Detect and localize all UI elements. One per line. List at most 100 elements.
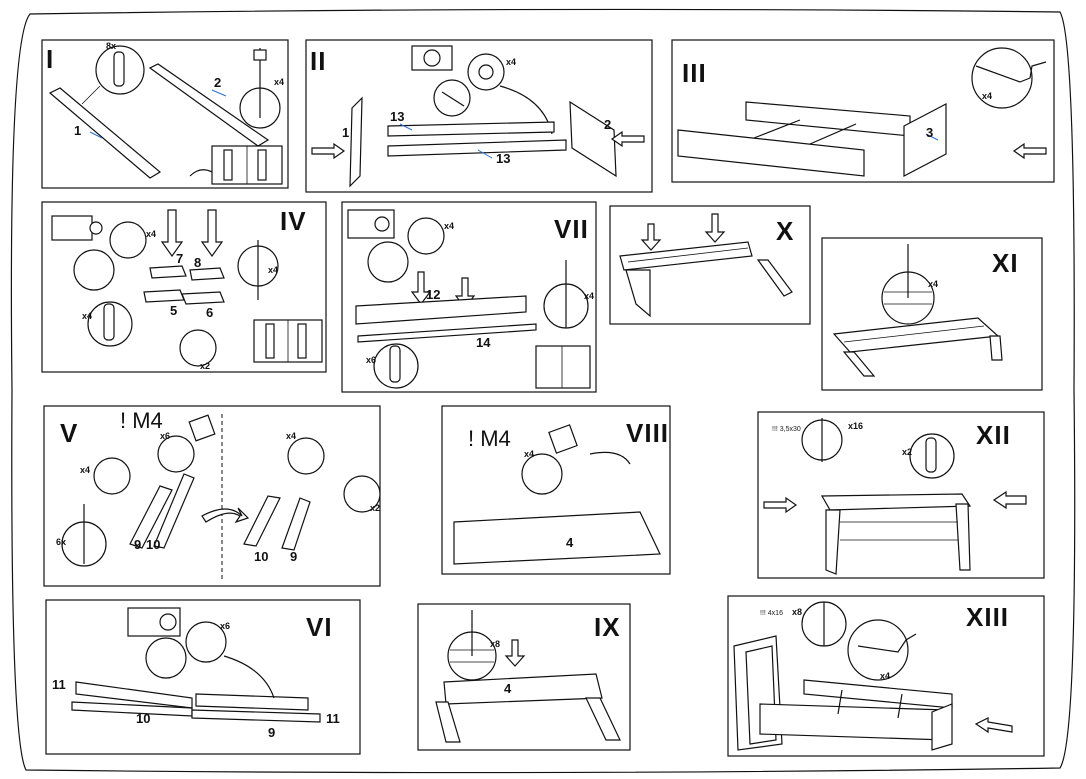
step-6-illustration <box>45 599 361 755</box>
step-5-illustration <box>43 405 381 587</box>
part-label: 6 <box>206 305 214 320</box>
quantity-label: x4 <box>80 465 91 475</box>
quantity-label: 8x <box>106 41 117 51</box>
quantity-label: x4 <box>268 265 279 275</box>
quantity-label: x4 <box>506 57 517 67</box>
step-13-illustration <box>727 595 1045 757</box>
detail-circle <box>847 619 909 681</box>
quantity-label: x4 <box>584 291 595 301</box>
step-12-illustration <box>757 411 1045 579</box>
detail-circle <box>109 221 147 259</box>
step-number: III <box>682 58 707 88</box>
quantity-label: x8 <box>490 639 501 649</box>
step-panel-3: III 3 x4 <box>670 38 1056 184</box>
step-number: V <box>60 418 79 448</box>
step-panel-7: VII 12 14 x4 x4 x6 <box>340 200 598 394</box>
part-label: 11 <box>326 711 340 726</box>
detail-circle <box>367 241 409 283</box>
quantity-label: x6 <box>160 431 171 441</box>
part-label: 9 <box>268 725 276 740</box>
quantity-label: x4 <box>82 311 93 321</box>
part-label: 9 <box>290 549 298 564</box>
part-label: 5 <box>170 303 178 318</box>
step-4-illustration <box>41 201 327 373</box>
detail-circle <box>93 457 131 495</box>
step-number: X <box>776 216 795 246</box>
quantity-label: x2 <box>370 503 381 513</box>
detail-circle <box>407 217 445 255</box>
step-panel-5: V ! M4 9 10 10 9 x6 x4 6x x4 x2 <box>42 404 382 588</box>
quantity-label: x4 <box>274 77 285 87</box>
quantity-label: x2 <box>200 361 211 371</box>
part-label: 14 <box>476 335 491 350</box>
part-label: 4 <box>504 681 512 696</box>
screw-spec: !!! 3,5x30 <box>772 426 801 433</box>
step-number: IV <box>280 206 307 236</box>
part-label: 9 <box>134 537 142 552</box>
step-9-illustration <box>417 603 631 751</box>
step-3-illustration <box>671 39 1055 183</box>
detail-circle <box>95 45 145 95</box>
screw-spec: !!! 4x16 <box>760 610 783 617</box>
quantity-label: x4 <box>928 279 939 289</box>
warning-note: ! M4 <box>468 426 511 451</box>
detail-circle <box>87 301 133 347</box>
detail-circle <box>521 453 563 495</box>
step-number: XIII <box>966 602 1010 632</box>
quantity-label: x4 <box>880 671 891 681</box>
step-panel-9: IX 4 x8 <box>416 602 632 752</box>
step-number: VIII <box>626 418 670 448</box>
detail-circle <box>185 621 227 663</box>
part-label: 13 <box>390 109 405 124</box>
part-label: 12 <box>426 287 441 302</box>
detail-circle <box>73 249 115 291</box>
detail-circle <box>287 437 325 475</box>
step-panel-8: VIII ! M4 4 x4 <box>440 404 672 576</box>
step-number: XI <box>992 248 1019 278</box>
step-panel-6: VI 11 10 9 11 x6 <box>44 598 362 756</box>
detail-circle <box>343 475 381 513</box>
detail-circle <box>179 329 217 367</box>
part-label: 13 <box>496 151 511 166</box>
step-number: II <box>310 46 327 76</box>
step-panel-1: I 1 2 8x x4 <box>40 38 290 190</box>
step-number: IX <box>594 612 621 642</box>
step-panel-13: XIII !!! 4x16 x8 x4 <box>726 594 1046 758</box>
quantity-label: x6 <box>366 355 377 365</box>
detail-circle <box>467 53 505 91</box>
step-1-illustration <box>41 39 289 189</box>
quantity-label: x4 <box>286 431 297 441</box>
step-number: XII <box>976 420 1011 450</box>
step-panel-4: IV 7 8 5 6 x4 x4 x4 x2 <box>40 200 328 374</box>
quantity-label: x4 <box>524 449 535 459</box>
part-label: 7 <box>176 251 184 266</box>
step-panel-11: XI x4 <box>820 236 1044 392</box>
step-10-illustration <box>609 205 811 325</box>
quantity-label: x2 <box>902 447 913 457</box>
part-label: 2 <box>604 117 612 132</box>
part-label: 1 <box>342 125 350 140</box>
quantity-label: x4 <box>982 91 993 101</box>
step-8-illustration <box>441 405 671 575</box>
part-label: 3 <box>926 125 934 140</box>
detail-circle <box>157 435 195 473</box>
step-panel-10: X <box>608 204 812 326</box>
step-2-illustration <box>305 39 653 193</box>
part-label: 1 <box>74 123 82 138</box>
detail-circle <box>971 47 1033 109</box>
part-label: 10 <box>254 549 269 564</box>
warning-note: ! M4 <box>120 408 163 433</box>
part-label: 4 <box>566 535 574 550</box>
part-label: 11 <box>52 677 66 692</box>
step-panel-12: XII !!! 3,5x30 x16 x2 <box>756 410 1046 580</box>
step-number: VI <box>306 612 333 642</box>
step-number: I <box>46 44 55 74</box>
detail-circle <box>373 343 419 389</box>
part-label: 2 <box>214 75 222 90</box>
step-11-illustration <box>821 237 1043 391</box>
detail-circle <box>909 433 955 479</box>
quantity-label: 6x <box>56 537 67 547</box>
part-label: 8 <box>194 255 202 270</box>
step-number: VII <box>554 214 589 244</box>
